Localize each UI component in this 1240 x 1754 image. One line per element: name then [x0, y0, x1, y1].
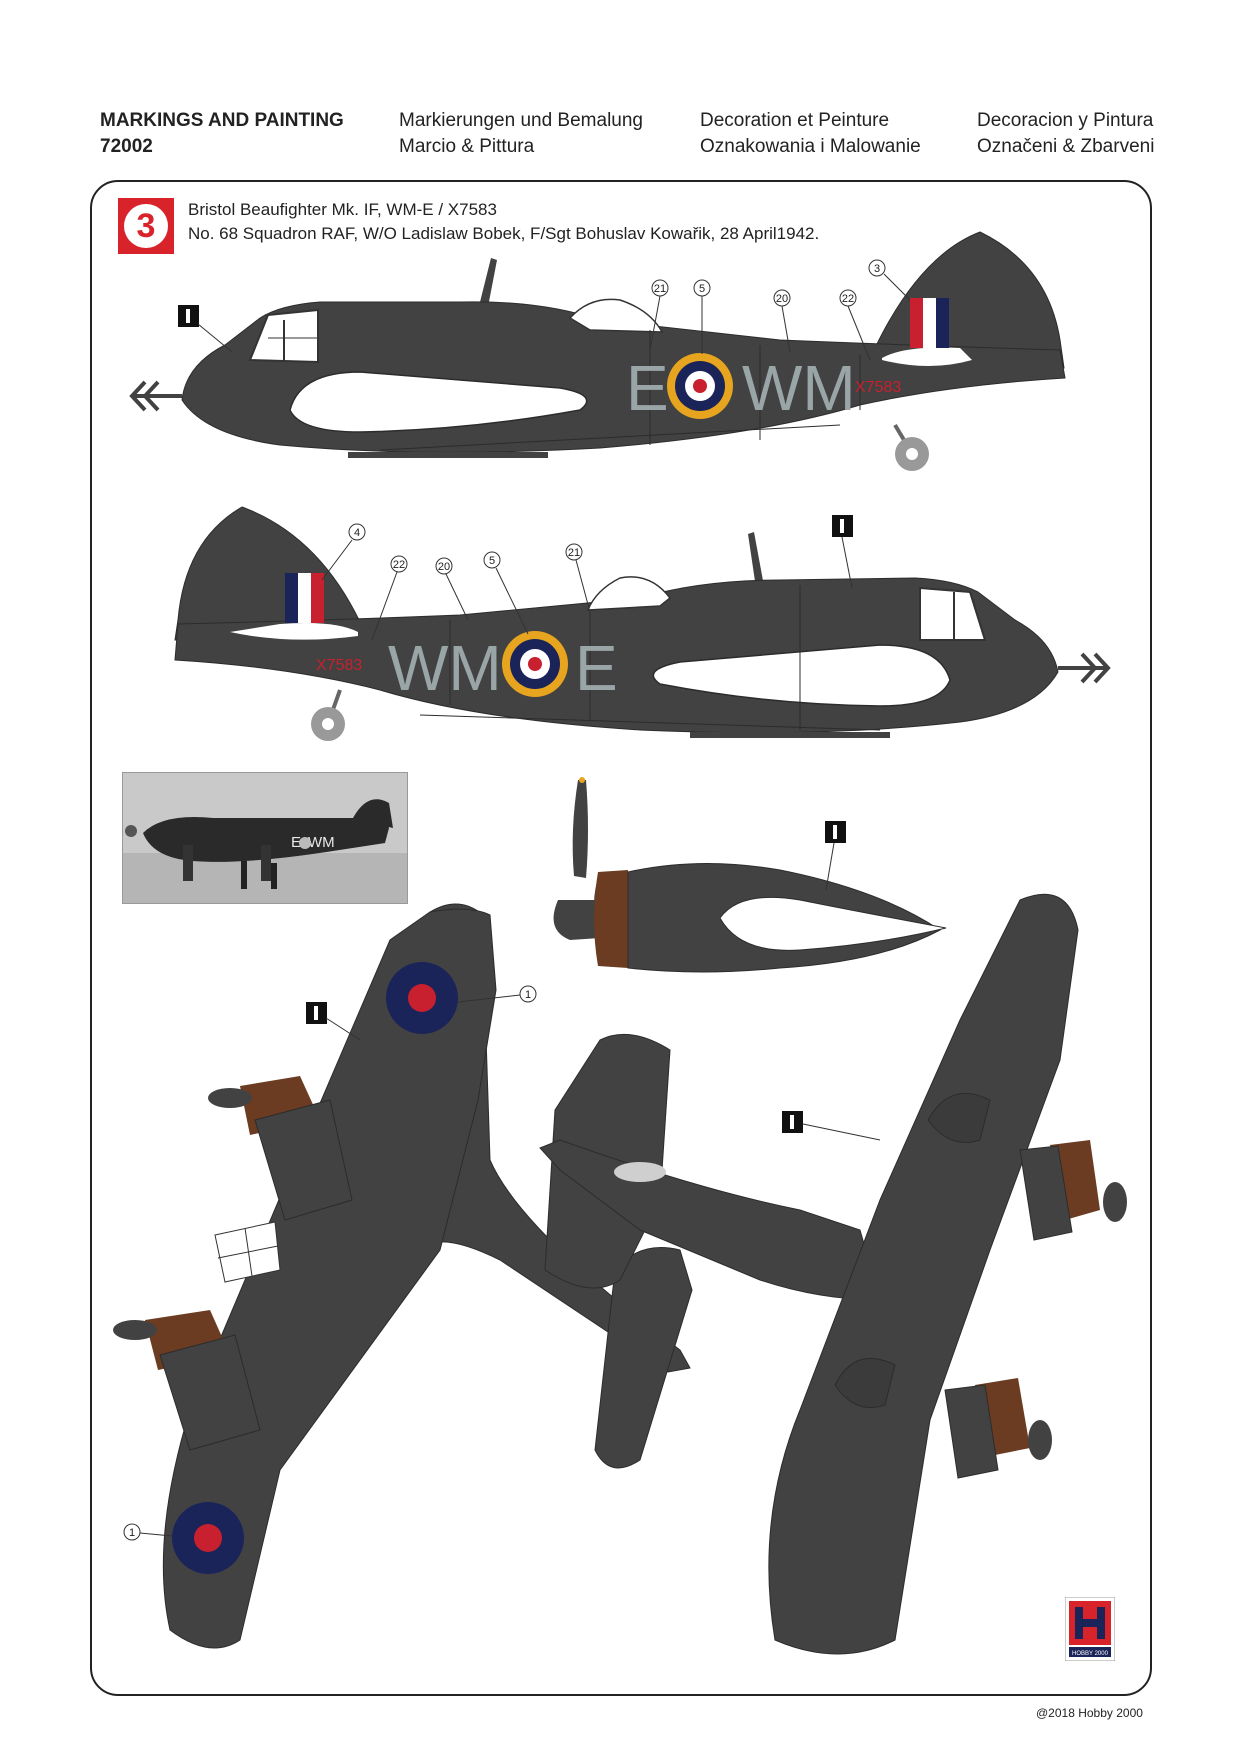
- left-side-profile: E WM X7583 21 5 20 22 3: [129, 231, 1066, 471]
- header-title-es: Decoracion y Pintura: [977, 110, 1154, 131]
- code-letter-right: E: [575, 632, 618, 704]
- copyright-text: @2018 Hobby 2000: [1036, 1706, 1143, 1720]
- bottom-plan-view: [539, 893, 1127, 1655]
- callout-22-left: 22: [842, 293, 854, 305]
- callout-4: 4: [354, 527, 360, 539]
- hobby2000-logo: HOBBY 2000: [1064, 1596, 1116, 1662]
- serial-right: X7583: [316, 657, 362, 674]
- header-col-2: Markierungen und Bemalung Marcio & Pittu…: [399, 108, 643, 160]
- callout-20-right: 20: [438, 561, 450, 573]
- callout-21-left: 21: [654, 283, 666, 295]
- header-title-en: MARKINGS AND PAINTING: [100, 110, 344, 131]
- header-title-cz: Označeni & Zbarveni: [977, 136, 1155, 157]
- header-col-3: Decoration et Peinture Oznakowania i Mal…: [700, 108, 921, 160]
- drawing-frame: [90, 180, 1152, 1696]
- top-plan-view: 1 1: [113, 903, 693, 1649]
- scheme-title: Bristol Beaufighter Mk. IF, WM-E / X7583…: [188, 198, 819, 246]
- callout-5-left: 5: [699, 283, 705, 295]
- header-col-1: MARKINGS AND PAINTING 72002: [100, 108, 344, 160]
- header-col-4: Decoracion y Pintura Označeni & Zbarveni: [977, 108, 1154, 160]
- scheme-number: 3: [136, 207, 156, 245]
- callout-3: 3: [874, 263, 880, 275]
- logo-text: HOBBY 2000: [1072, 1651, 1109, 1657]
- callout-22-right: 22: [393, 559, 405, 571]
- serial-left: X7583: [855, 379, 901, 396]
- header-title-fr: Decoration et Peinture: [700, 110, 890, 131]
- reference-photo: E WM: [122, 772, 408, 904]
- scheme-number-badge: 3: [118, 198, 174, 254]
- scheme-title-aircraft: Bristol Beaufighter Mk. IF, WM-E / X7583: [188, 200, 497, 219]
- header-title-it: Marcio & Pittura: [399, 136, 535, 157]
- callout-1-lower: 1: [129, 1527, 135, 1539]
- photo-squadron-code: WM: [308, 834, 335, 851]
- header-title-pl: Oznakowania i Malowanie: [700, 136, 921, 157]
- kit-number: 72002: [100, 136, 153, 157]
- scheme-title-unit: No. 68 Squadron RAF, W/O Ladislaw Bobek,…: [188, 224, 820, 243]
- right-side-profile: WM E X7583 4 22 20 5 21: [174, 506, 1111, 741]
- callout-21-right: 21: [568, 547, 580, 559]
- callout-5-right: 5: [489, 555, 495, 567]
- squadron-code-left: WM: [742, 352, 856, 424]
- callout-20-left: 20: [776, 293, 788, 305]
- header-title-de: Markierungen und Bemalung: [399, 110, 643, 131]
- nacelle-detail: [553, 777, 947, 973]
- squadron-code-right: WM: [388, 632, 502, 704]
- code-letter-left: E: [626, 352, 669, 424]
- photo-code-letter: E: [291, 834, 301, 851]
- callout-1-upper: 1: [525, 989, 531, 1001]
